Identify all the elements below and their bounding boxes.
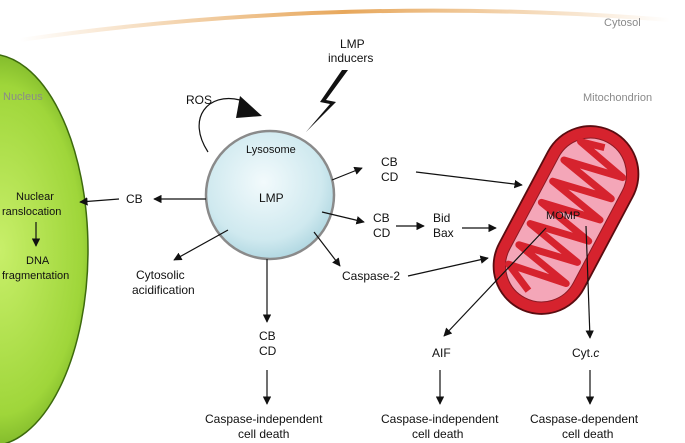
cytosol-membrane [19,8,671,42]
arrow-momp-to-cytc [585,225,594,339]
arrow-lmp-to-cbcd-mid [321,211,365,225]
arrow-momp-to-aif [443,227,547,337]
nucleus-label: Nucleus [3,91,43,103]
lysosome-label: Lysosome [246,144,296,156]
cbcd-low-cb: CB [259,329,276,343]
arrow-caspase2-to-mito [407,255,489,277]
cytosolic-acidification-line2: acidification [132,283,195,297]
outcome-mid-line1: Caspase-independent [381,412,499,426]
lysosome: Lysosome LMP [204,129,336,261]
nuclear-translocation-line2: ranslocation [2,206,61,218]
arrow-cbcd-upper-to-mito [415,171,523,189]
cytc-italic: c [593,346,599,360]
mitochondrion: Mitochondrion MOMP [492,92,652,315]
cb-left-label: CB [126,192,143,206]
dna-fragmentation-line2: fragmentation [2,270,69,282]
arrow-cb-to-nucleus [79,197,120,206]
outcome-mid-line2: cell death [412,427,463,441]
lmp-inducers-line2: inducers [328,51,373,65]
outcome-right-line1: Caspase-dependent [530,412,639,426]
lightning-bolt-icon [306,70,348,132]
cbcd-mid-cb: CB [373,211,390,225]
ros-arrowhead [236,96,262,118]
cbcd-mid-cd: CD [373,226,391,240]
aif-label: AIF [432,346,451,360]
bid-label: Bid [433,211,450,225]
outcome-left-line2: cell death [238,427,289,441]
cbcd-upper-cb: CB [381,155,398,169]
lmp-inducers-line1: LMP [340,37,365,51]
cytc-prefix: Cyt. [572,346,593,360]
bax-label: Bax [433,226,454,240]
lmp-label: LMP [259,191,284,205]
arrow-lmp-to-cbcd-upper [331,166,363,181]
ros-label: ROS [186,93,212,107]
cytosol-label: Cytosol [604,17,641,29]
outcome-right-line2: cell death [562,427,613,441]
nuclear-translocation-line1: Nuclear [16,191,54,203]
momp-label: MOMP [546,210,580,222]
cytosolic-acidification-line1: Cytosolic [136,268,185,282]
dna-fragmentation-line1: DNA [26,255,50,267]
ros-curve [198,98,253,153]
mitochondrion-label: Mitochondrion [583,92,652,104]
arrow-lmp-to-acidification [173,229,229,261]
arrow-lmp-to-caspase2 [313,231,341,267]
cbcd-low-cd: CD [259,344,277,358]
cytc-label: Cyt.c [572,346,599,360]
outcome-left-line1: Caspase-independent [205,412,323,426]
caspase2-label: Caspase-2 [342,269,400,283]
nucleus: Nucleus Nuclear ranslocation DNA fragmen… [0,54,89,443]
cbcd-upper-cd: CD [381,170,399,184]
